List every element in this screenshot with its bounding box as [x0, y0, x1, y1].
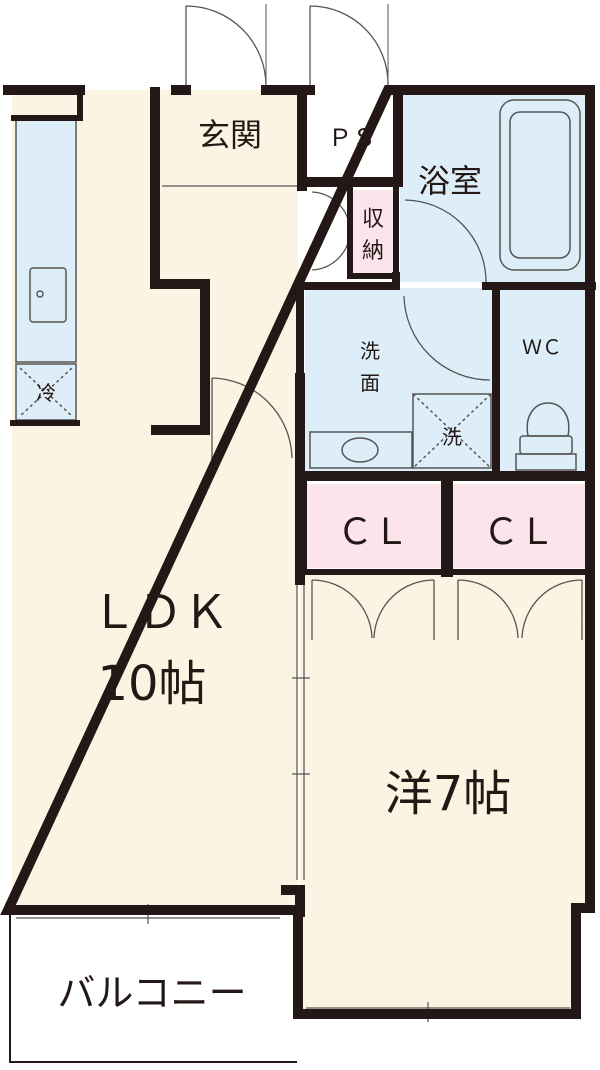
genkan-label: 玄関 [198, 116, 262, 154]
bath-floor [400, 94, 586, 282]
kitchen-counter [15, 117, 77, 363]
washroom-label-top: 洗 [360, 339, 380, 363]
washroom-door [403, 295, 491, 381]
washroom-floor [305, 288, 495, 472]
ldk-floor [12, 90, 298, 910]
closet-2-floor [452, 484, 586, 568]
balcony-outline [9, 911, 297, 1063]
storage-label-top: 収 [362, 207, 384, 232]
toilet-base [515, 453, 577, 471]
storage-floor [353, 190, 393, 274]
washer-pan [412, 393, 492, 469]
closet-1-label: ＣＬ [337, 512, 409, 553]
closet-1-door-right [373, 579, 435, 640]
closet-1-floor [305, 484, 441, 568]
closet-walls [301, 475, 591, 577]
balcony-floor [16, 920, 294, 1056]
ldk-door [211, 377, 293, 462]
ldk-size-label: 10帖 [97, 656, 206, 712]
washroom-label-bottom: 面 [360, 371, 380, 395]
toilet-bowl [526, 402, 570, 437]
balcony-label: バルコニー [57, 971, 246, 1015]
labels: 玄関 ＰＳ 収 納 浴室 洗 面 洗 ＷＣ 冷 ＣＬ ＣＬ ＬＤＫ 10帖 洋7… [36, 116, 562, 1015]
closet-1-door-left [311, 579, 373, 640]
wash-counter [309, 431, 413, 469]
fridge-label: 冷 [36, 381, 56, 405]
entrance-door-2 [309, 5, 389, 88]
washer-label: 洗 [442, 425, 462, 449]
ps-label: ＰＳ [328, 124, 376, 152]
bathtub-inner [509, 111, 571, 259]
entrance-door-1 [185, 5, 267, 88]
kitchen-sink [29, 267, 67, 323]
doors [185, 4, 583, 640]
closet-2-door-right [521, 579, 583, 640]
bath-door [404, 199, 487, 283]
storage-wall [347, 183, 399, 279]
outer-wall [0, 85, 595, 1019]
closet-2-door-left [457, 579, 519, 640]
wash-basin [341, 437, 379, 463]
kitchen-top-wall [11, 89, 83, 121]
western-room-label: 洋7帖 [385, 766, 512, 822]
kitchen-drain [36, 290, 44, 298]
ps-bottom-wall [297, 87, 403, 187]
walls [0, 85, 596, 1063]
fridge-wall-bottom [10, 420, 80, 426]
bathtub [499, 99, 581, 271]
ldk-name-label: ＬＤＫ [91, 585, 229, 639]
storage-label-bottom: 納 [362, 239, 384, 264]
genkan-left-wall [150, 87, 210, 435]
closet-2-label: ＣＬ [483, 512, 555, 553]
bath-label: 浴室 [418, 162, 482, 200]
wc-floor [500, 288, 586, 472]
bath-bottom-wall [296, 272, 400, 384]
fixtures [19, 99, 581, 471]
western-room-floor [300, 575, 586, 1012]
center-pier [281, 885, 305, 917]
wc-label: ＷＣ [522, 335, 562, 359]
